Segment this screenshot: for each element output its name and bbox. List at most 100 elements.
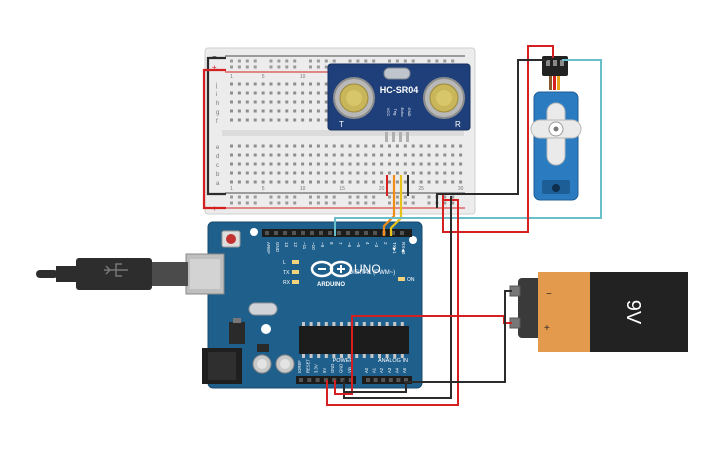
breadboard-hole[interactable] <box>316 171 320 175</box>
rail-hole[interactable] <box>269 59 273 63</box>
rail-hole[interactable] <box>332 59 336 63</box>
breadboard-hole[interactable] <box>324 82 328 86</box>
breadboard-hole[interactable] <box>301 100 305 104</box>
rail-hole[interactable] <box>427 59 431 63</box>
breadboard-hole[interactable] <box>356 153 360 157</box>
breadboard-hole[interactable] <box>459 162 463 166</box>
breadboard-hole[interactable] <box>261 171 265 175</box>
digital-pin-hole[interactable] <box>337 231 341 235</box>
rail-hole[interactable] <box>348 59 352 63</box>
breadboard-hole[interactable] <box>269 171 273 175</box>
rail-hole[interactable] <box>293 201 297 205</box>
breadboard-hole[interactable] <box>459 144 463 148</box>
breadboard-hole[interactable] <box>324 180 328 184</box>
breadboard-hole[interactable] <box>309 153 312 157</box>
breadboard-hole[interactable] <box>340 180 344 184</box>
breadboard-hole[interactable] <box>309 171 312 175</box>
breadboard-hole[interactable] <box>253 180 257 184</box>
rail-hole[interactable] <box>427 195 431 199</box>
battery-9v[interactable]: − + 9V <box>509 272 688 352</box>
breadboard-hole[interactable] <box>301 171 305 175</box>
breadboard-hole[interactable] <box>293 180 297 184</box>
rail-hole[interactable] <box>237 201 241 205</box>
breadboard-hole[interactable] <box>411 180 415 184</box>
rail-hole[interactable] <box>269 201 273 205</box>
breadboard-hole[interactable] <box>332 180 336 184</box>
breadboard-hole[interactable] <box>443 162 447 166</box>
breadboard-hole[interactable] <box>380 144 384 148</box>
rail-hole[interactable] <box>285 195 289 199</box>
breadboard-hole[interactable] <box>285 180 289 184</box>
breadboard-hole[interactable] <box>277 162 281 166</box>
breadboard-hole[interactable] <box>230 100 233 104</box>
breadboard-hole[interactable] <box>332 162 336 166</box>
breadboard-hole[interactable] <box>237 162 241 166</box>
breadboard-hole[interactable] <box>230 180 233 184</box>
breadboard-hole[interactable] <box>316 100 320 104</box>
breadboard-hole[interactable] <box>435 144 439 148</box>
breadboard-hole[interactable] <box>277 153 281 157</box>
breadboard-hole[interactable] <box>309 180 312 184</box>
breadboard-hole[interactable] <box>245 180 249 184</box>
breadboard-hole[interactable] <box>237 109 241 113</box>
usb-connector[interactable] <box>36 253 225 295</box>
digital-pin-hole[interactable] <box>283 231 287 235</box>
rail-hole[interactable] <box>356 195 360 199</box>
rail-hole[interactable] <box>372 195 376 199</box>
breadboard-hole[interactable] <box>316 109 320 113</box>
breadboard-hole[interactable] <box>364 171 368 175</box>
rail-hole[interactable] <box>316 59 320 63</box>
breadboard-hole[interactable] <box>388 171 391 175</box>
breadboard-hole[interactable] <box>348 153 352 157</box>
digital-pin-hole[interactable] <box>319 231 323 235</box>
digital-pin-hole[interactable] <box>301 231 305 235</box>
breadboard-hole[interactable] <box>309 109 312 113</box>
breadboard-hole[interactable] <box>316 82 320 86</box>
breadboard-hole[interactable] <box>277 109 281 113</box>
rail-hole[interactable] <box>411 201 415 205</box>
rail-hole[interactable] <box>277 59 281 63</box>
breadboard-hole[interactable] <box>348 162 352 166</box>
breadboard-hole[interactable] <box>427 162 431 166</box>
analog-pin-hole[interactable] <box>373 378 378 382</box>
rail-hole[interactable] <box>348 201 352 205</box>
rail-hole[interactable] <box>293 195 297 199</box>
breadboard-hole[interactable] <box>340 153 344 157</box>
breadboard-hole[interactable] <box>309 91 312 95</box>
breadboard-hole[interactable] <box>451 153 455 157</box>
breadboard-hole[interactable] <box>427 171 431 175</box>
breadboard-hole[interactable] <box>324 118 328 122</box>
breadboard-hole[interactable] <box>261 162 265 166</box>
breadboard-hole[interactable] <box>356 180 360 184</box>
breadboard-hole[interactable] <box>340 162 344 166</box>
rail-hole[interactable] <box>230 195 233 199</box>
breadboard-hole[interactable] <box>451 171 455 175</box>
breadboard-hole[interactable] <box>364 180 368 184</box>
breadboard-hole[interactable] <box>451 180 455 184</box>
breadboard-hole[interactable] <box>237 144 241 148</box>
rail-hole[interactable] <box>285 59 289 63</box>
rail-hole[interactable] <box>388 195 391 199</box>
breadboard-hole[interactable] <box>395 144 399 148</box>
breadboard-hole[interactable] <box>253 153 257 157</box>
breadboard-hole[interactable] <box>269 82 273 86</box>
rail-hole[interactable] <box>253 195 257 199</box>
breadboard-hole[interactable] <box>285 91 289 95</box>
rail-hole[interactable] <box>245 201 249 205</box>
breadboard-hole[interactable] <box>324 109 328 113</box>
rail-hole[interactable] <box>237 195 241 199</box>
breadboard-hole[interactable] <box>340 171 344 175</box>
breadboard-hole[interactable] <box>435 180 439 184</box>
breadboard-hole[interactable] <box>277 144 281 148</box>
breadboard-hole[interactable] <box>332 171 336 175</box>
breadboard-hole[interactable] <box>380 171 384 175</box>
breadboard-hole[interactable] <box>372 180 376 184</box>
analog-pin-hole[interactable] <box>388 378 393 382</box>
breadboard-hole[interactable] <box>356 144 360 148</box>
breadboard-hole[interactable] <box>245 109 249 113</box>
digital-pin-hole[interactable] <box>310 231 314 235</box>
rail-hole[interactable] <box>364 59 368 63</box>
breadboard-hole[interactable] <box>245 100 249 104</box>
breadboard-hole[interactable] <box>443 153 447 157</box>
